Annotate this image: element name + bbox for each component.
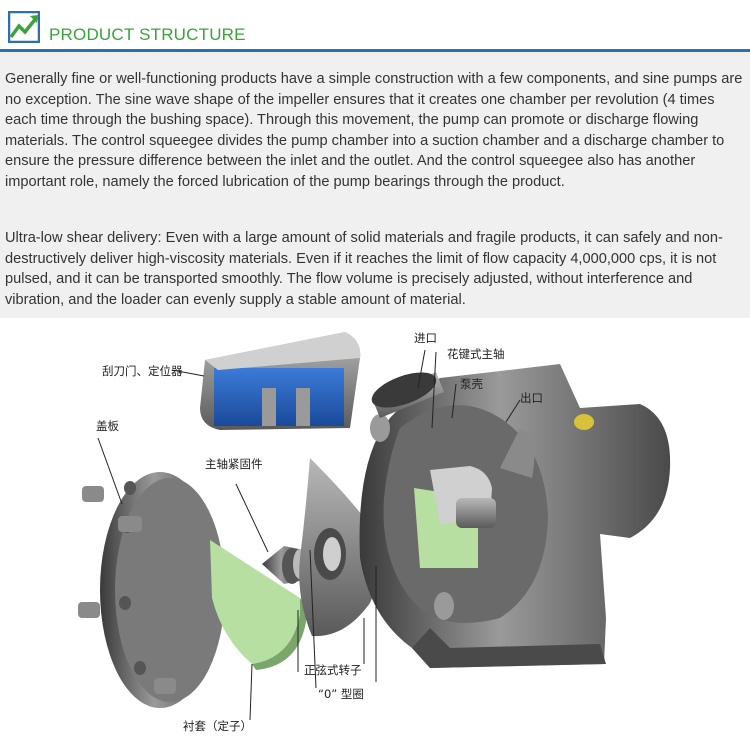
sine-rotor-part	[299, 458, 381, 637]
label-o-ring: “0” 型圈	[318, 687, 364, 701]
inlet-part	[371, 372, 444, 418]
cover-plate-part	[78, 472, 225, 708]
label-liner: 衬套（定子）	[183, 719, 252, 733]
section-title: PRODUCT STRUCTURE	[49, 25, 246, 44]
description-paragraph-2: Ultra-low shear delivery: Even with a la…	[5, 230, 723, 308]
description-block: Generally fine or well-functioning produ…	[0, 52, 750, 318]
pump-exploded-diagram: 刮刀门、定位器 盖板 主轴紧固件 进口 花键式主轴 泵壳 出口 正弦式转子 “0…	[0, 318, 750, 746]
pump-illustration	[78, 332, 671, 721]
description-paragraph-1: Generally fine or well-functioning produ…	[5, 71, 743, 190]
label-shaft-fastener: 主轴紧固件	[205, 457, 263, 471]
label-scraper-gate: 刮刀门、定位器	[102, 364, 183, 378]
chart-logo-icon	[8, 11, 40, 43]
label-pump-housing: 泵壳	[460, 377, 483, 391]
label-cover-plate: 盖板	[96, 419, 119, 433]
scraper-gate-part	[200, 332, 361, 430]
pump-housing-part	[359, 364, 671, 668]
leader-lines	[97, 349, 521, 721]
label-inlet: 进口	[414, 331, 437, 345]
label-spline-shaft: 花键式主轴	[447, 347, 505, 361]
label-outlet: 出口	[520, 391, 543, 405]
section-header: PRODUCT STRUCTURE	[0, 0, 750, 52]
label-sine-rotor: 正弦式转子	[304, 663, 362, 677]
liner-part	[210, 540, 306, 670]
header-divider	[0, 49, 750, 52]
